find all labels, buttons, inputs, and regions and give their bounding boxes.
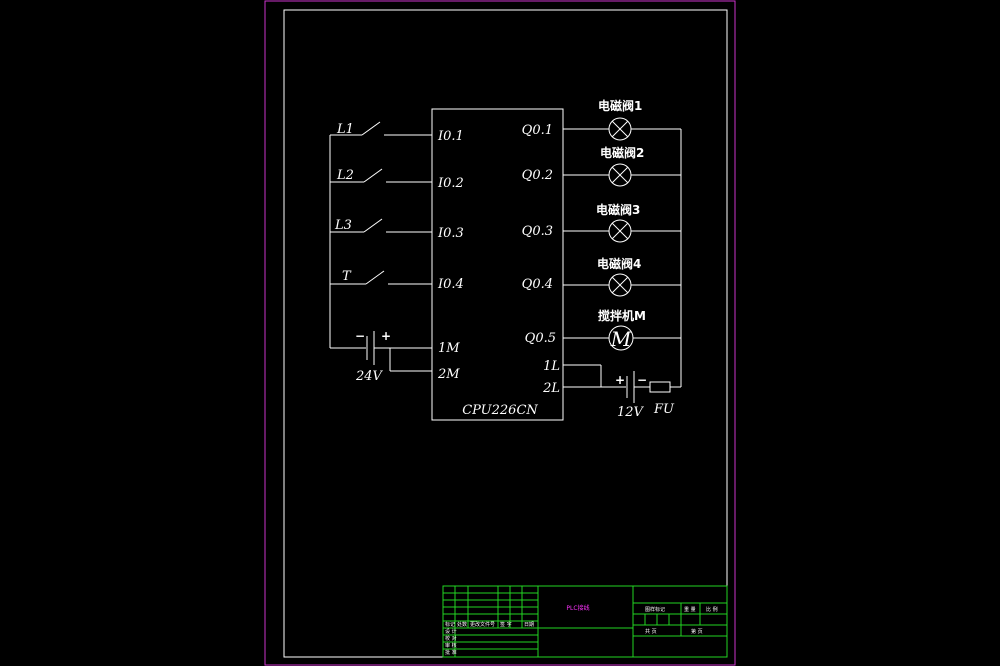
drawing-frame bbox=[283, 9, 728, 658]
output-terminal-label: Q0.5 bbox=[525, 331, 556, 346]
valve-4: 电磁阀4 bbox=[563, 256, 681, 297]
sheet-border bbox=[264, 0, 736, 666]
output-terminal-label: Q0.3 bbox=[522, 224, 553, 239]
tb-header: 签 字 bbox=[500, 621, 512, 628]
load-label: 电磁阀4 bbox=[597, 256, 641, 271]
valve-3: 电磁阀3 bbox=[563, 202, 681, 243]
tb-header: 标记 bbox=[445, 621, 455, 628]
output-terminal-label: Q0.4 bbox=[522, 277, 553, 292]
battery-voltage-label: 12V bbox=[617, 405, 645, 420]
switch-t: T bbox=[330, 269, 432, 285]
switch-label: T bbox=[342, 269, 352, 284]
battery-voltage-label: 24V bbox=[355, 369, 384, 384]
tb-role: 校 对 bbox=[445, 635, 457, 642]
drawing-title: PLC接线 bbox=[566, 604, 589, 612]
common-terminal-label: 2M bbox=[437, 367, 460, 382]
title-block: PLC接线 标记 处数 更改文件号 签 字 日期 设 计 校 对 审 核 批 准… bbox=[442, 585, 728, 658]
output-common-label: 2L bbox=[542, 381, 560, 396]
tb-right-bottom: 共 页 bbox=[645, 628, 657, 635]
output-common-label: 1L bbox=[543, 359, 560, 374]
tb-role: 批 准 bbox=[445, 649, 457, 656]
load-label: 电磁阀2 bbox=[600, 145, 644, 160]
tb-right-bottom: 第 页 bbox=[691, 628, 703, 635]
battery-24v: − + 24V bbox=[330, 329, 432, 384]
switch-l3: L3 bbox=[330, 218, 432, 233]
output-terminal-label: Q0.1 bbox=[522, 123, 553, 138]
switch-label: L2 bbox=[336, 168, 354, 183]
load-label: 电磁阀1 bbox=[598, 98, 642, 113]
battery-minus: − bbox=[355, 329, 365, 343]
switch-label: L3 bbox=[334, 218, 352, 233]
input-terminal-label: I0.1 bbox=[437, 129, 464, 144]
tb-right-top: 重 量 bbox=[684, 606, 696, 613]
output-supply-circuit: + − 12V FU bbox=[563, 364, 681, 420]
valve-1: 电磁阀1 bbox=[563, 98, 681, 141]
input-terminal-label: I0.3 bbox=[437, 226, 464, 241]
load-label: 搅拌机M bbox=[598, 308, 646, 323]
battery-plus: + bbox=[615, 373, 625, 387]
battery-plus: + bbox=[381, 329, 391, 343]
valve-2: 电磁阀2 bbox=[563, 145, 681, 187]
tb-header: 更改文件号 bbox=[470, 621, 495, 628]
tb-role: 审 核 bbox=[445, 642, 457, 649]
input-terminal-label: I0.2 bbox=[437, 176, 464, 191]
tb-right-top: 比 例 bbox=[706, 606, 718, 613]
tb-header: 处数 bbox=[457, 621, 467, 628]
common-terminal-label: 1M bbox=[438, 341, 460, 356]
fuse bbox=[649, 381, 671, 393]
tb-role: 设 计 bbox=[445, 628, 457, 635]
output-terminal-label: Q0.2 bbox=[522, 168, 553, 183]
plc-module bbox=[431, 108, 564, 421]
fuse-label: FU bbox=[653, 402, 675, 417]
load-label: 电磁阀3 bbox=[596, 202, 640, 217]
switch-l2: L2 bbox=[330, 168, 432, 183]
switch-l1: L1 bbox=[330, 121, 432, 137]
tb-header: 日期 bbox=[524, 622, 534, 628]
tb-right-top: 图样标记 bbox=[645, 606, 665, 613]
input-terminal-label: I0.4 bbox=[437, 277, 464, 292]
battery-minus: − bbox=[637, 373, 647, 387]
motor-symbol: M bbox=[610, 327, 632, 351]
switch-label: L1 bbox=[336, 122, 354, 137]
plc-model-label: CPU226CN bbox=[462, 403, 538, 418]
mixer-motor: M 搅拌机M bbox=[563, 308, 681, 351]
